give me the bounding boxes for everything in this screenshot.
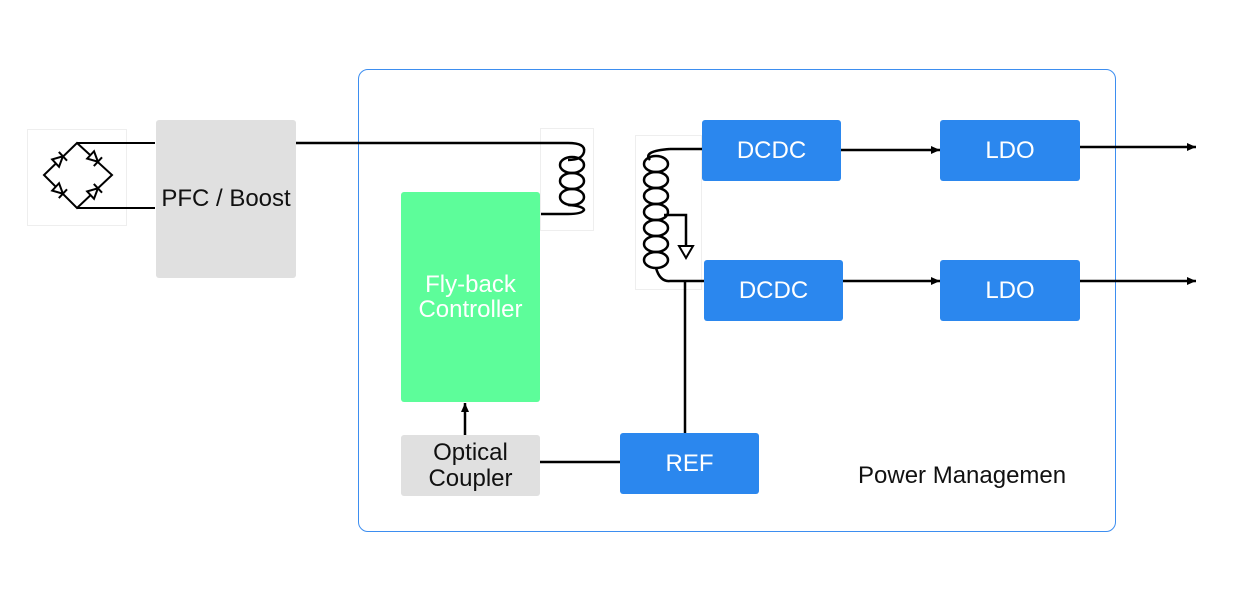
- ref-label: REF: [665, 449, 714, 477]
- flyback-controller-label: Fly-back Controller: [418, 270, 523, 323]
- dcdc-bottom-block: DCDC: [704, 260, 843, 321]
- optical-coupler-label: Optical Coupler: [428, 439, 513, 492]
- dcdc-bottom-label: DCDC: [738, 276, 809, 304]
- pfc-boost-label: PFC / Boost: [161, 185, 291, 213]
- optical-coupler-block: Optical Coupler: [401, 435, 540, 496]
- ldo-top-label: LDO: [985, 136, 1035, 164]
- ldo-bottom-block: LDO: [940, 260, 1080, 321]
- inductor-frame: [540, 128, 594, 231]
- dcdc-top-label: DCDC: [736, 136, 807, 164]
- power-management-label: Power Managemen: [858, 462, 1067, 489]
- flyback-controller-block: Fly-back Controller: [401, 192, 540, 402]
- bridge-rectifier-frame: [27, 129, 127, 226]
- inductor-icon: [541, 141, 586, 216]
- dcdc-top-block: DCDC: [702, 120, 841, 181]
- ref-block: REF: [620, 433, 759, 494]
- ground-arrow-icon: [677, 245, 695, 260]
- ldo-bottom-label: LDO: [985, 276, 1035, 304]
- diode-bridge-icon: [42, 141, 155, 210]
- power-management-frame: [358, 69, 1116, 532]
- pfc-boost-block: PFC / Boost: [156, 120, 296, 278]
- ldo-top-block: LDO: [940, 120, 1080, 181]
- transformer-icon: [642, 147, 704, 283]
- transformer-frame: [635, 135, 702, 290]
